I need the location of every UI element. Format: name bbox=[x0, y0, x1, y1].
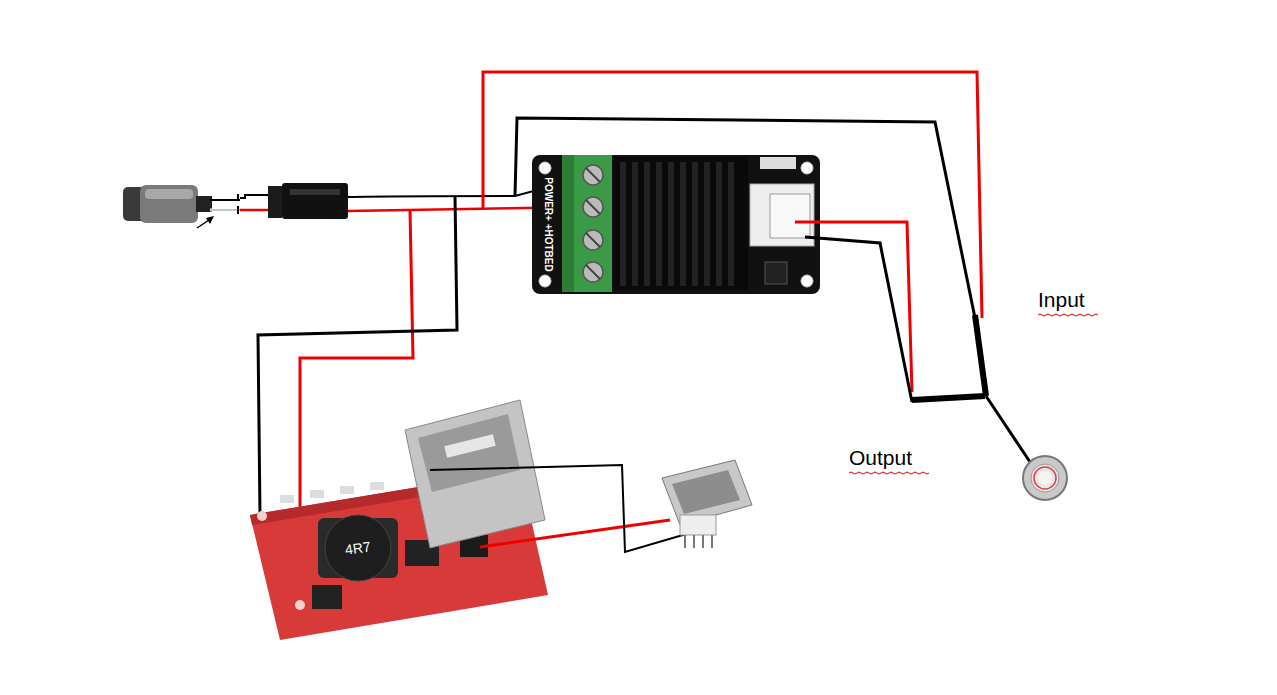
mosfet-module bbox=[532, 155, 820, 294]
dc-plug bbox=[123, 185, 240, 228]
usb-port bbox=[662, 460, 752, 548]
input-label: Input bbox=[1038, 288, 1085, 312]
push-button bbox=[1023, 456, 1067, 500]
buck-converter bbox=[250, 400, 548, 640]
barrel-connector bbox=[268, 183, 348, 219]
output-label: Output bbox=[849, 446, 912, 470]
silkscreen-label: POWER+ +HOTBED bbox=[543, 177, 554, 271]
